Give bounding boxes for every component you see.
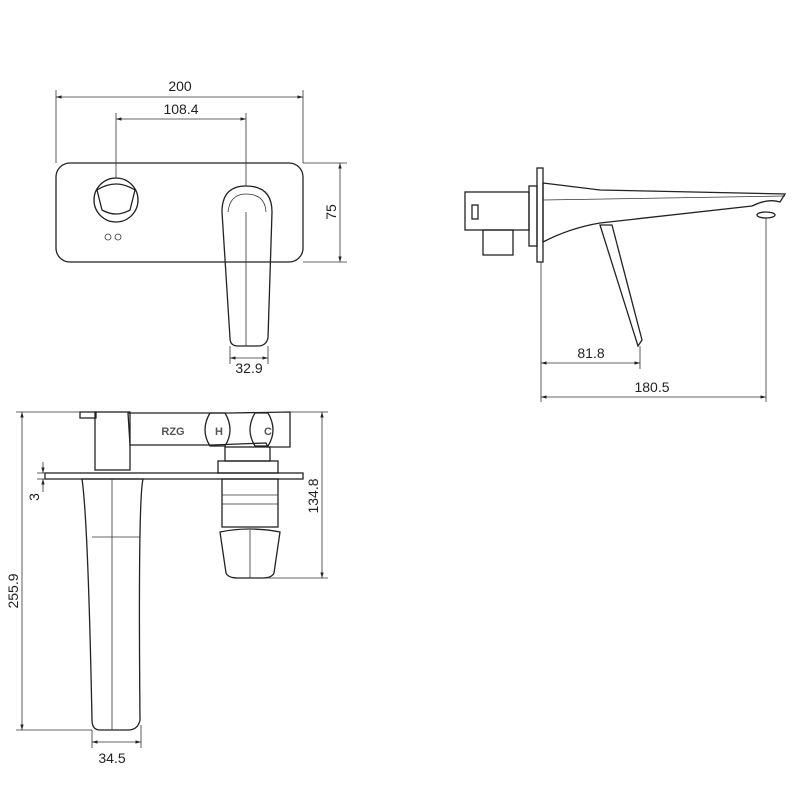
dim-height: 75 [323, 204, 339, 220]
top-view: RZG H C 134.8 255.9 3 34.5 [5, 411, 328, 766]
engraving-text: RZG [161, 426, 184, 438]
dim-plate-thickness: 3 [26, 493, 42, 501]
dim-centers: 108.4 [163, 101, 198, 117]
label-hot: H [215, 426, 223, 438]
aerator [96, 183, 136, 215]
wall-plate [44, 472, 304, 480]
dim-handle-projection: 81.8 [577, 345, 604, 361]
handle [221, 185, 273, 347]
label-cold: C [264, 426, 272, 438]
dim-handle-width: 32.9 [235, 360, 262, 376]
spout [542, 182, 787, 244]
valve-ports [204, 412, 274, 447]
cartridge [221, 478, 279, 528]
dim-body-depth: 134.8 [305, 478, 321, 513]
front-view: 200 108.4 75 32.9 [55, 78, 347, 376]
dim-spout-width: 34.5 [98, 750, 125, 766]
dim-overall-width: 200 [168, 78, 192, 94]
wall-plate [536, 167, 544, 263]
dim-spout-projection: 180.5 [634, 379, 669, 395]
lever [599, 224, 643, 348]
dim-spout-length: 255.9 [5, 573, 21, 608]
handle [219, 528, 281, 579]
spout [81, 478, 144, 731]
wall-plate [55, 162, 304, 263]
side-view: 81.8 180.5 [464, 167, 787, 402]
